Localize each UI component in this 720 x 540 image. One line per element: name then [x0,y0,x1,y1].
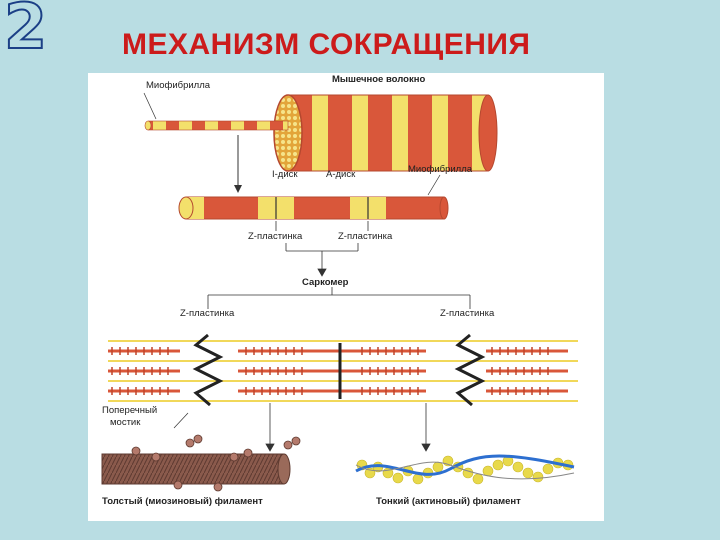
label-z-plate-right: Z-пластинка [338,231,393,242]
myofibril-segment [178,174,449,220]
slide-number: 2 [3,0,48,63]
muscle-fiber [273,94,498,172]
label-myofibril-top: Миофибрилла [146,80,211,91]
label-z-plate-lower-left: Z-пластинка [180,308,235,319]
figure-artwork [101,92,578,492]
arrow-down-1 [234,135,242,193]
thick-filament [101,434,301,492]
label-thin-filament: Тонкий (актиновый) филамент [376,496,521,507]
label-sarcomere: Саркомер [302,277,349,288]
label-myofibril-right: Миофибрилла [408,164,473,175]
label-z-plate-lower-right: Z-пластинка [440,308,495,319]
label-i-disc: I-диск [272,169,298,180]
label-cross-bridge-1: Поперечный [102,405,158,416]
z-line-left [192,333,224,407]
thin-filament [355,454,575,485]
label-muscle-fiber: Мышечное волокно [332,74,426,85]
label-a-disc: A-диск [326,169,356,180]
label-thick-filament: Толстый (миозиновый) филамент [102,496,263,507]
muscle-structure-figure: Миофибрилла Мышечное волокно I-диск A-ди… [88,73,604,521]
label-cross-bridge-2: мостик [110,417,141,428]
myofibril-strand [143,92,289,131]
arrow-down-2 [265,403,431,452]
sarcomere-filaments [108,333,578,429]
sarcomere-bracket [207,221,471,309]
label-z-plate-left: Z-пластинка [248,231,303,242]
slide-title: МЕХАНИЗМ СОКРАЩЕНИЯ [122,28,531,61]
z-line-right [454,333,486,407]
